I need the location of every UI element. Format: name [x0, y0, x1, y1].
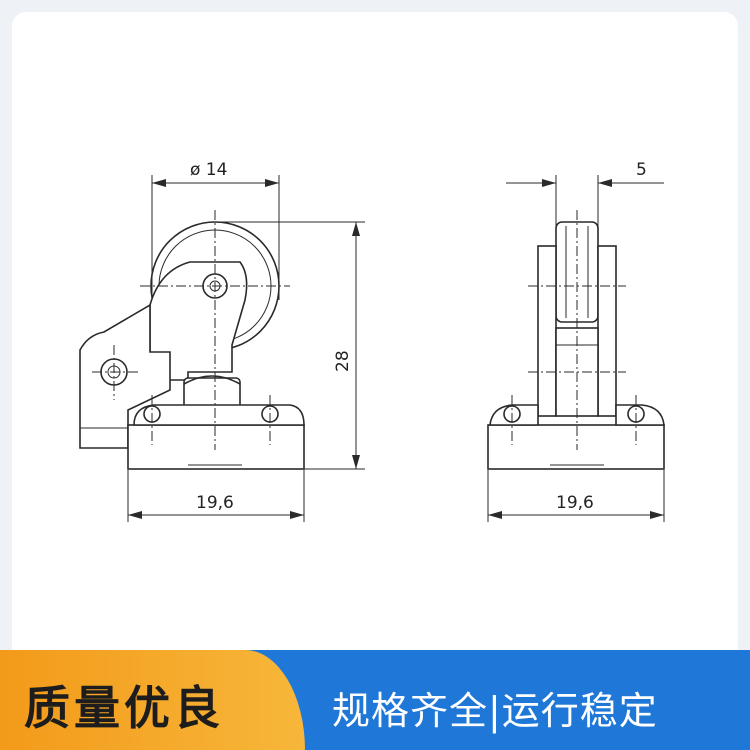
front-diameter-label: ø 14 [190, 160, 227, 180]
dim-h-arrow-bottom [352, 455, 360, 469]
front-view: ø 14 28 19,6 [79, 160, 365, 522]
side-dim-w-arrow-left [488, 511, 502, 519]
front-base [127, 424, 305, 470]
bottom-banner: 质量优良 规格齐全|运行稳定 [0, 650, 750, 750]
side-dim-w-arrow-right [650, 511, 664, 519]
left-bracket [79, 303, 171, 449]
side-fork-left [537, 245, 557, 417]
dim-dia-arrow-right [265, 179, 279, 187]
front-height-label: 28 [333, 350, 353, 372]
front-base-width-label: 19,6 [196, 493, 234, 513]
side-base-cap-right [615, 404, 665, 426]
banner-right-text: 规格齐全|运行稳定 [332, 689, 658, 733]
side-width-label: 5 [636, 160, 647, 180]
front-base-top [133, 404, 305, 426]
dim-w-arrow-left [128, 511, 142, 519]
banner-left-text: 质量优良 [24, 681, 224, 735]
side-base-cap-left [489, 404, 539, 426]
banner-left-panel: 质量优良 [0, 650, 305, 750]
dim-h-arrow-top [352, 222, 360, 236]
dim-w-arrow-right [290, 511, 304, 519]
side-base-width-label: 19,6 [556, 493, 594, 513]
side-base [487, 424, 665, 470]
plunger-top [183, 375, 241, 385]
dim-5-arrow-left [542, 179, 556, 187]
side-fork-right [597, 245, 617, 417]
lever-arm [149, 261, 248, 381]
dim-dia-arrow-left [152, 179, 166, 187]
side-view: 5 19,6 [487, 160, 665, 522]
dim-5-arrow-right [598, 179, 612, 187]
